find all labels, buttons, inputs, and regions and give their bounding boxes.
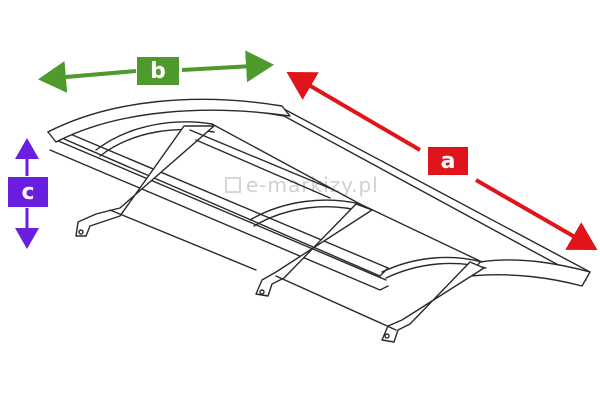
- dimension-c: c: [8, 138, 48, 249]
- bracket-left: [75, 125, 215, 237]
- dimension-b-badge: [137, 57, 179, 85]
- front-end-cap: [469, 259, 591, 287]
- bracket-left-hole: [78, 229, 84, 235]
- dimension-b-arrow-left: [38, 61, 137, 93]
- bracket-right: [381, 261, 485, 343]
- roof-rib-2: [359, 203, 483, 263]
- left-end-cap: [47, 98, 291, 143]
- roof-rib-1: [211, 123, 361, 205]
- dimension-a-arrow-lower: [475, 178, 598, 250]
- arch-3: [381, 256, 483, 273]
- watermark-text: e-markizy.pl: [246, 173, 379, 197]
- dimension-b: b: [38, 50, 274, 93]
- watermark-logo-icon: [225, 177, 241, 193]
- dimension-c-badge: [8, 177, 48, 207]
- bracket-middle-hole: [259, 289, 265, 295]
- dimension-c-label: c: [21, 180, 34, 205]
- dimension-b-label: b: [150, 59, 166, 84]
- bracket-middle: [255, 203, 373, 297]
- back-rail-inner: [55, 139, 387, 281]
- bracket-right-hole: [384, 333, 390, 339]
- watermark: e-markizy.pl: [225, 173, 379, 197]
- dimension-a: a: [286, 71, 598, 250]
- back-rail-lower: [49, 149, 389, 291]
- arch-2: [249, 199, 361, 221]
- dimension-b-arrow-right: [181, 50, 274, 83]
- brace-left-b: [195, 139, 331, 199]
- dimension-a-label: a: [441, 149, 456, 174]
- dimension-a-badge: [428, 147, 468, 175]
- brace-left: [189, 129, 335, 191]
- arch-1: [95, 121, 213, 151]
- strut-right: [275, 275, 397, 331]
- dimension-a-arrow-upper: [286, 71, 422, 152]
- strut-left: [109, 209, 257, 271]
- canopy-drawing: [47, 98, 591, 343]
